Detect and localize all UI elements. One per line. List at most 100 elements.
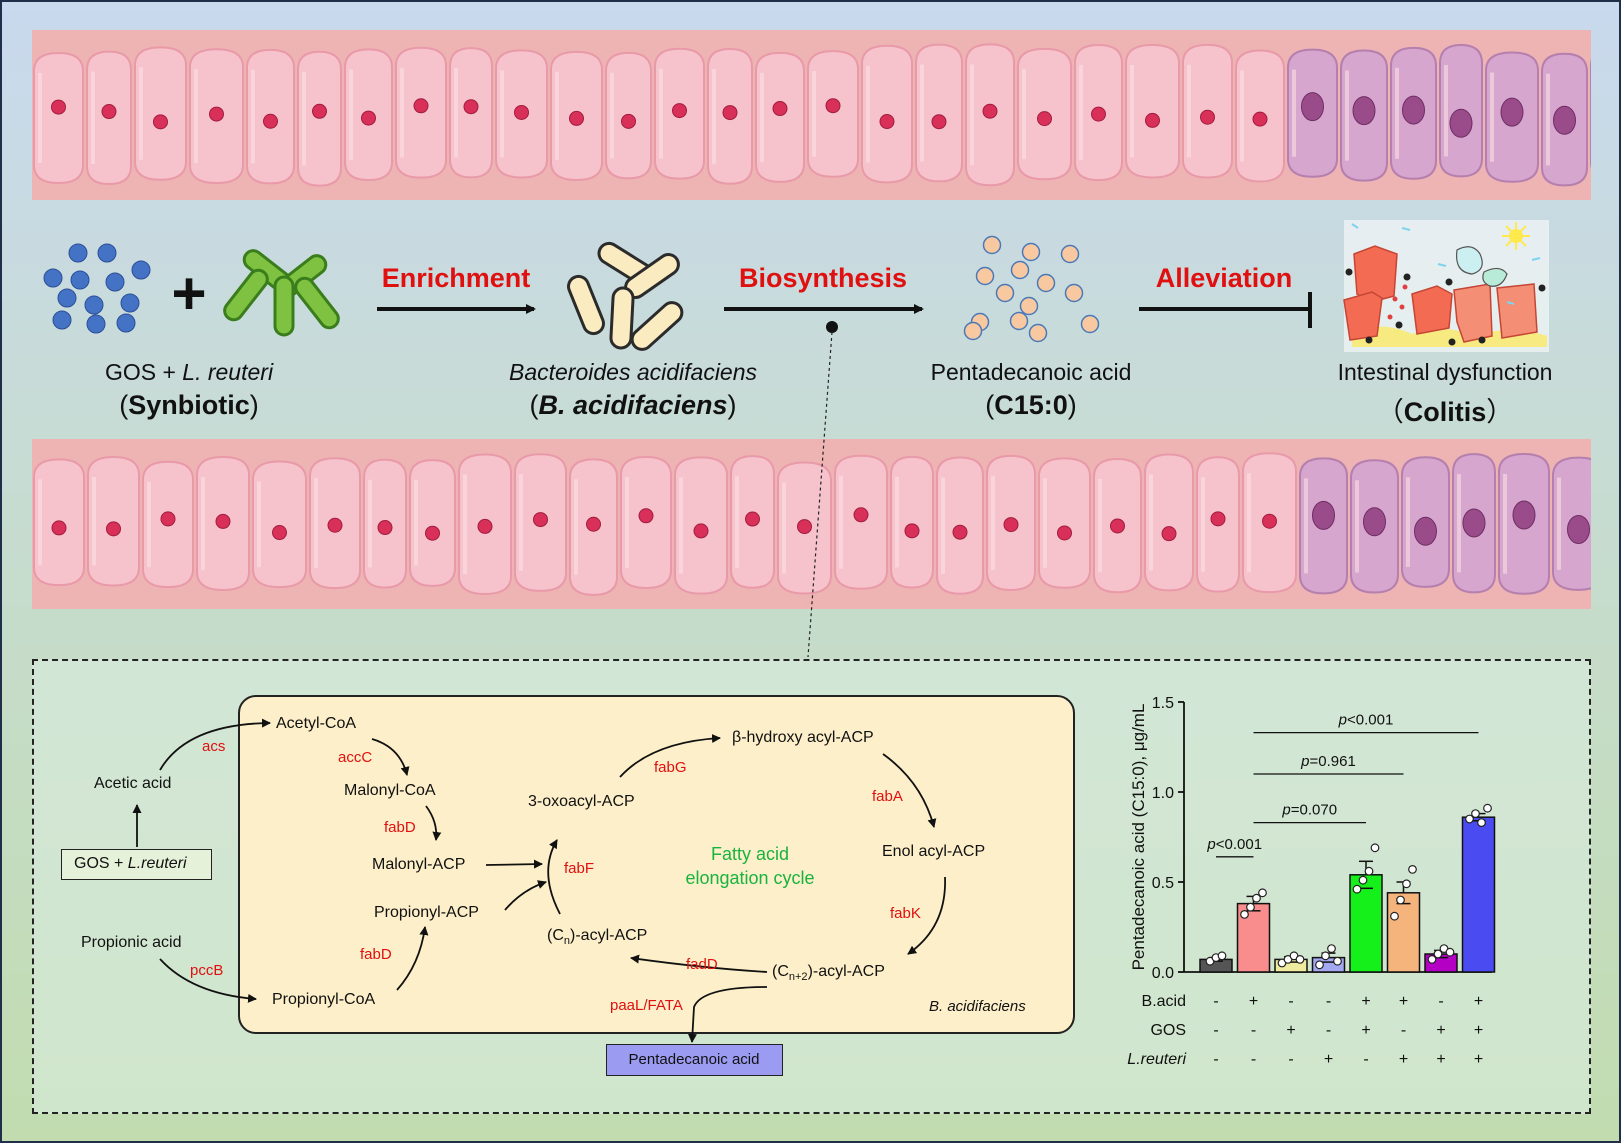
gos-dot bbox=[105, 272, 125, 292]
gos-dot bbox=[57, 288, 77, 308]
epithelial-cell bbox=[1242, 452, 1297, 594]
blue-dots-icon bbox=[43, 243, 151, 334]
acetyl-coa-label: Acetyl-CoA bbox=[276, 715, 357, 732]
factor-label: L.reuteri bbox=[1127, 1051, 1186, 1068]
epithelial-cell bbox=[915, 43, 963, 183]
factor-sign: - bbox=[1213, 1051, 1218, 1068]
factor-sign: - bbox=[1251, 1051, 1256, 1068]
colitis-caption: Intestinal dysfunction bbox=[1337, 359, 1553, 385]
factor-sign: + bbox=[1436, 1051, 1445, 1068]
pccb-enzyme-label: pccB bbox=[190, 962, 224, 979]
epithelial-cell bbox=[890, 455, 934, 589]
c15-dot bbox=[1028, 323, 1048, 343]
factor-sign: - bbox=[1213, 1022, 1218, 1039]
epithelial-cell bbox=[620, 455, 672, 589]
accc-enzyme-label: accC bbox=[338, 749, 373, 766]
synbiotic-caption: (Synbiotic) bbox=[119, 390, 259, 420]
epithelium-band-bottom bbox=[32, 439, 1591, 609]
propionyl-coa-label: Propionyl-CoA bbox=[272, 991, 376, 1008]
epithelial-cell bbox=[834, 454, 888, 590]
data-point bbox=[1295, 955, 1305, 964]
epithelial-cell bbox=[189, 48, 244, 185]
factor-sign: - bbox=[1251, 1022, 1256, 1039]
epithelial-cell bbox=[569, 458, 618, 596]
epithelial-cell bbox=[344, 48, 393, 182]
epithelial-cell bbox=[495, 49, 548, 179]
factor-sign: - bbox=[1326, 1022, 1331, 1039]
data-point bbox=[1315, 960, 1324, 970]
data-point bbox=[1364, 866, 1374, 876]
data-point bbox=[1252, 893, 1261, 903]
data-point bbox=[1327, 944, 1336, 954]
epithelial-cell bbox=[363, 458, 407, 589]
data-point bbox=[1258, 888, 1267, 898]
epithelial-cell bbox=[550, 50, 603, 181]
colitis-cell bbox=[1452, 453, 1496, 594]
epithelial-cell bbox=[777, 461, 832, 595]
factor-sign: - bbox=[1288, 1051, 1293, 1068]
pathway-connector-line bbox=[807, 331, 833, 658]
epithelial-cell bbox=[707, 48, 753, 185]
epithelial-cell bbox=[605, 51, 652, 180]
factor-sign: + bbox=[1399, 993, 1408, 1010]
gos-dot bbox=[116, 313, 136, 333]
factor-sign: + bbox=[1286, 1022, 1295, 1039]
epithelial-cell bbox=[514, 453, 567, 592]
factor-sign: + bbox=[1361, 1022, 1370, 1039]
fabd-enzyme-label-1: fabD bbox=[384, 819, 416, 836]
gos-lreuteri-box bbox=[61, 849, 212, 880]
mechanism-row: + bbox=[43, 220, 1549, 658]
factor-sign: - bbox=[1326, 993, 1331, 1010]
bar bbox=[1386, 892, 1421, 973]
fabk-enzyme-label: fabK bbox=[890, 905, 921, 922]
pentadecanoic-acid-box bbox=[606, 1044, 783, 1076]
gos-dot bbox=[131, 260, 151, 280]
plus-sign: + bbox=[171, 260, 206, 327]
epithelial-cell bbox=[807, 50, 859, 178]
factor-sign: - bbox=[1288, 993, 1293, 1010]
data-point bbox=[1240, 909, 1249, 919]
oxoacyl-acp-label: 3-oxoacyl-ACP bbox=[528, 793, 635, 810]
acetic-acid-label: Acetic acid bbox=[94, 775, 172, 792]
factor-sign: + bbox=[1361, 993, 1370, 1010]
y-tick-label: 0.5 bbox=[1152, 875, 1174, 892]
data-point bbox=[1390, 911, 1399, 921]
colitis-cell bbox=[1498, 453, 1550, 595]
gos-dot bbox=[84, 295, 104, 315]
bacteroides-caption: Bacteroides acidifaciens bbox=[508, 359, 758, 385]
colitis-cell bbox=[1541, 52, 1588, 187]
epithelial-cell bbox=[861, 44, 913, 184]
data-point bbox=[1427, 955, 1437, 964]
cycle-label-line2: elongation cycle bbox=[685, 868, 815, 888]
epithelial-cell bbox=[1074, 44, 1123, 182]
colitis-cell bbox=[1287, 48, 1338, 178]
epithelial-cell bbox=[965, 43, 1015, 187]
gos-lreuteri-label: GOS + L.reuteri bbox=[74, 855, 187, 872]
factor-sign: + bbox=[1436, 1022, 1445, 1039]
cn2-acyl-acp-label: (Cn+2)-acyl-ACP bbox=[772, 963, 885, 984]
c15-dot bbox=[1021, 242, 1041, 262]
c15-dot bbox=[1009, 311, 1029, 331]
data-point bbox=[1352, 884, 1362, 894]
epithelial-cell bbox=[674, 456, 728, 595]
data-point bbox=[1370, 843, 1380, 853]
colitis-cell bbox=[1350, 459, 1399, 594]
cn-acyl-acp-label: (Cn)-acyl-ACP bbox=[547, 927, 648, 948]
c15-caption: Pentadecanoic acid bbox=[930, 359, 1132, 385]
data-point bbox=[1217, 951, 1227, 961]
colitis-cell bbox=[1552, 456, 1591, 591]
data-point bbox=[1408, 864, 1417, 874]
epithelial-cell bbox=[33, 52, 84, 185]
c15-dot bbox=[1010, 260, 1030, 280]
data-point bbox=[1471, 809, 1480, 819]
p-value-label: p=0.961 bbox=[1300, 753, 1356, 770]
pathway-anchor-dot bbox=[826, 321, 838, 333]
epithelial-cell bbox=[309, 457, 361, 590]
enol-acyl-acp-label: Enol acyl-ACP bbox=[882, 843, 986, 860]
y-tick-label: 1.5 bbox=[1152, 695, 1174, 712]
paal-fata-enzyme-label: paaL/FATA bbox=[610, 997, 683, 1014]
epithelial-cell bbox=[409, 459, 456, 587]
factor-label: GOS bbox=[1150, 1022, 1186, 1039]
malonyl-acp-label: Malonyl-ACP bbox=[372, 856, 466, 873]
epithelial-cell bbox=[986, 454, 1036, 591]
